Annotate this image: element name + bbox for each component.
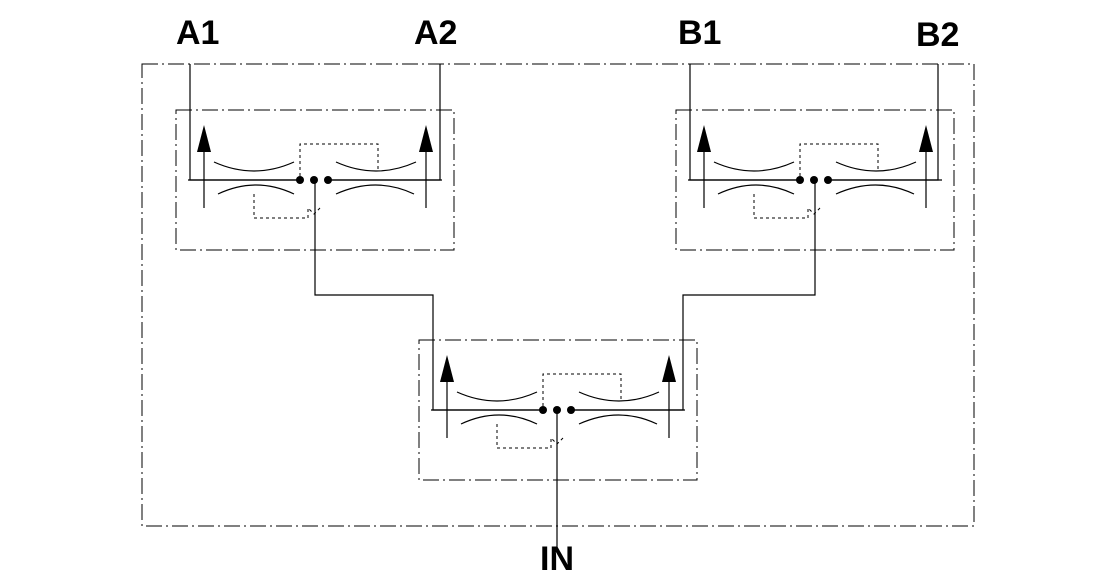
port-label-a1: A1: [176, 14, 219, 52]
port-label-b1: B1: [678, 14, 721, 52]
outer-enclosure: [141, 63, 975, 527]
port-label-a2: A2: [414, 14, 457, 52]
port-label-in: IN: [540, 540, 574, 578]
port-lines: [189, 64, 939, 548]
port-label-b2: B2: [916, 16, 959, 54]
